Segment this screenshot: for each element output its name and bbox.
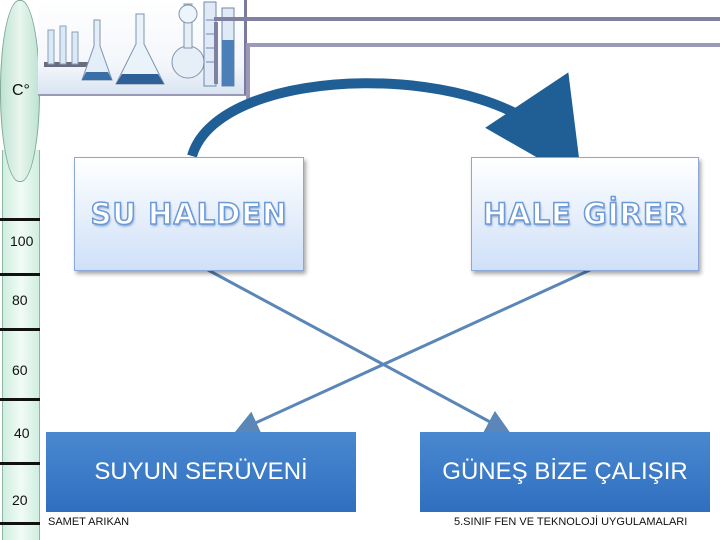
scale-label-40: 40 [14,425,30,441]
thermometer-tick [0,522,40,525]
thermometer-bulb [0,0,40,182]
footer-course: 5.SINIF FEN VE TEKNOLOJİ UYGULAMALARI [452,516,690,528]
banner-line [246,43,720,47]
banner-line [214,22,218,84]
scale-label-20: 20 [12,492,28,508]
box-hale-girer: HALE GİRER [471,157,699,271]
thermometer-tube [2,150,40,540]
box-hale-girer-label: HALE GİRER [482,196,688,232]
lab-glassware-illustration [44,1,235,87]
cycle-curve-arrow [187,72,583,184]
bar-suyun-seruveni-label: SUYUN SERÜVENİ [94,458,308,485]
bar-gunes-bize-calisir: GÜNEŞ BİZE ÇALIŞIR [420,432,710,512]
bar-gunes-bize-calisir-label: GÜNEŞ BİZE ÇALIŞIR [442,458,688,485]
scale-label-80: 80 [12,292,28,308]
thermometer-tick [0,273,40,276]
bar-suyun-seruveni: SUYUN SERÜVENİ [46,432,356,512]
cross-arrow-right [207,268,511,433]
cross-arrow-left [234,268,591,434]
temperature-unit: C° [12,82,30,99]
thermometer-tick [0,328,40,331]
lab-glassware-image [38,0,247,96]
scale-label-100: 100 [10,233,34,249]
scale-label-60: 60 [12,362,28,378]
banner-line [246,47,250,99]
box-su-halden-label: SU HALDEN [90,196,288,232]
thermometer-tick [0,462,40,465]
thermometer-tick [0,218,40,221]
box-su-halden: SU HALDEN [74,157,304,271]
banner-line [214,17,720,21]
thermometer-tick [0,398,40,401]
footer-author: SAMET ARIKAN [46,516,132,528]
